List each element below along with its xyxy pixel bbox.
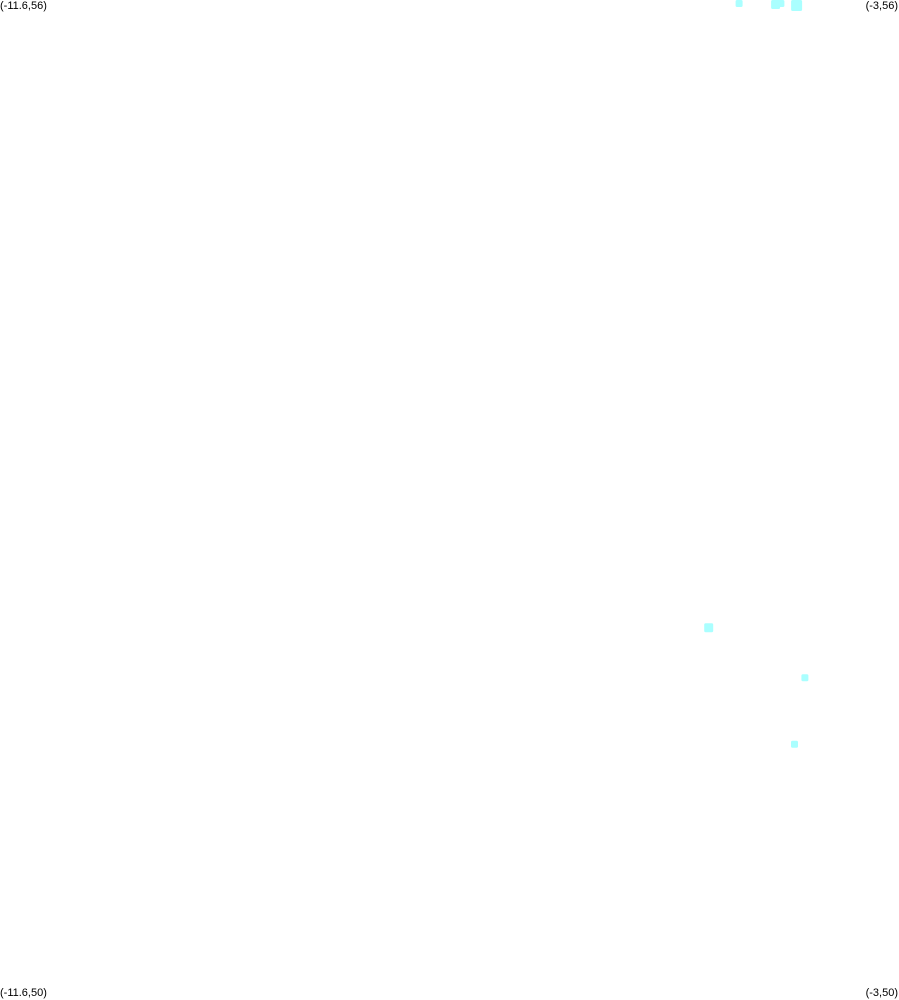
corner-label-top-right: (-3,56): [865, 0, 898, 12]
map-marker-6: [801, 674, 809, 682]
map-marker-7: [791, 740, 798, 748]
map-marker-1: [735, 0, 743, 7]
map-marker-5: [704, 623, 714, 633]
map-marker-4: [791, 0, 803, 11]
map-marker-3: [777, 0, 785, 7]
corner-label-bottom-left: (-11.6,50): [0, 987, 47, 999]
corner-label-bottom-right: (-3,50): [865, 987, 898, 999]
corner-label-top-left: (-11.6,56): [0, 0, 47, 12]
